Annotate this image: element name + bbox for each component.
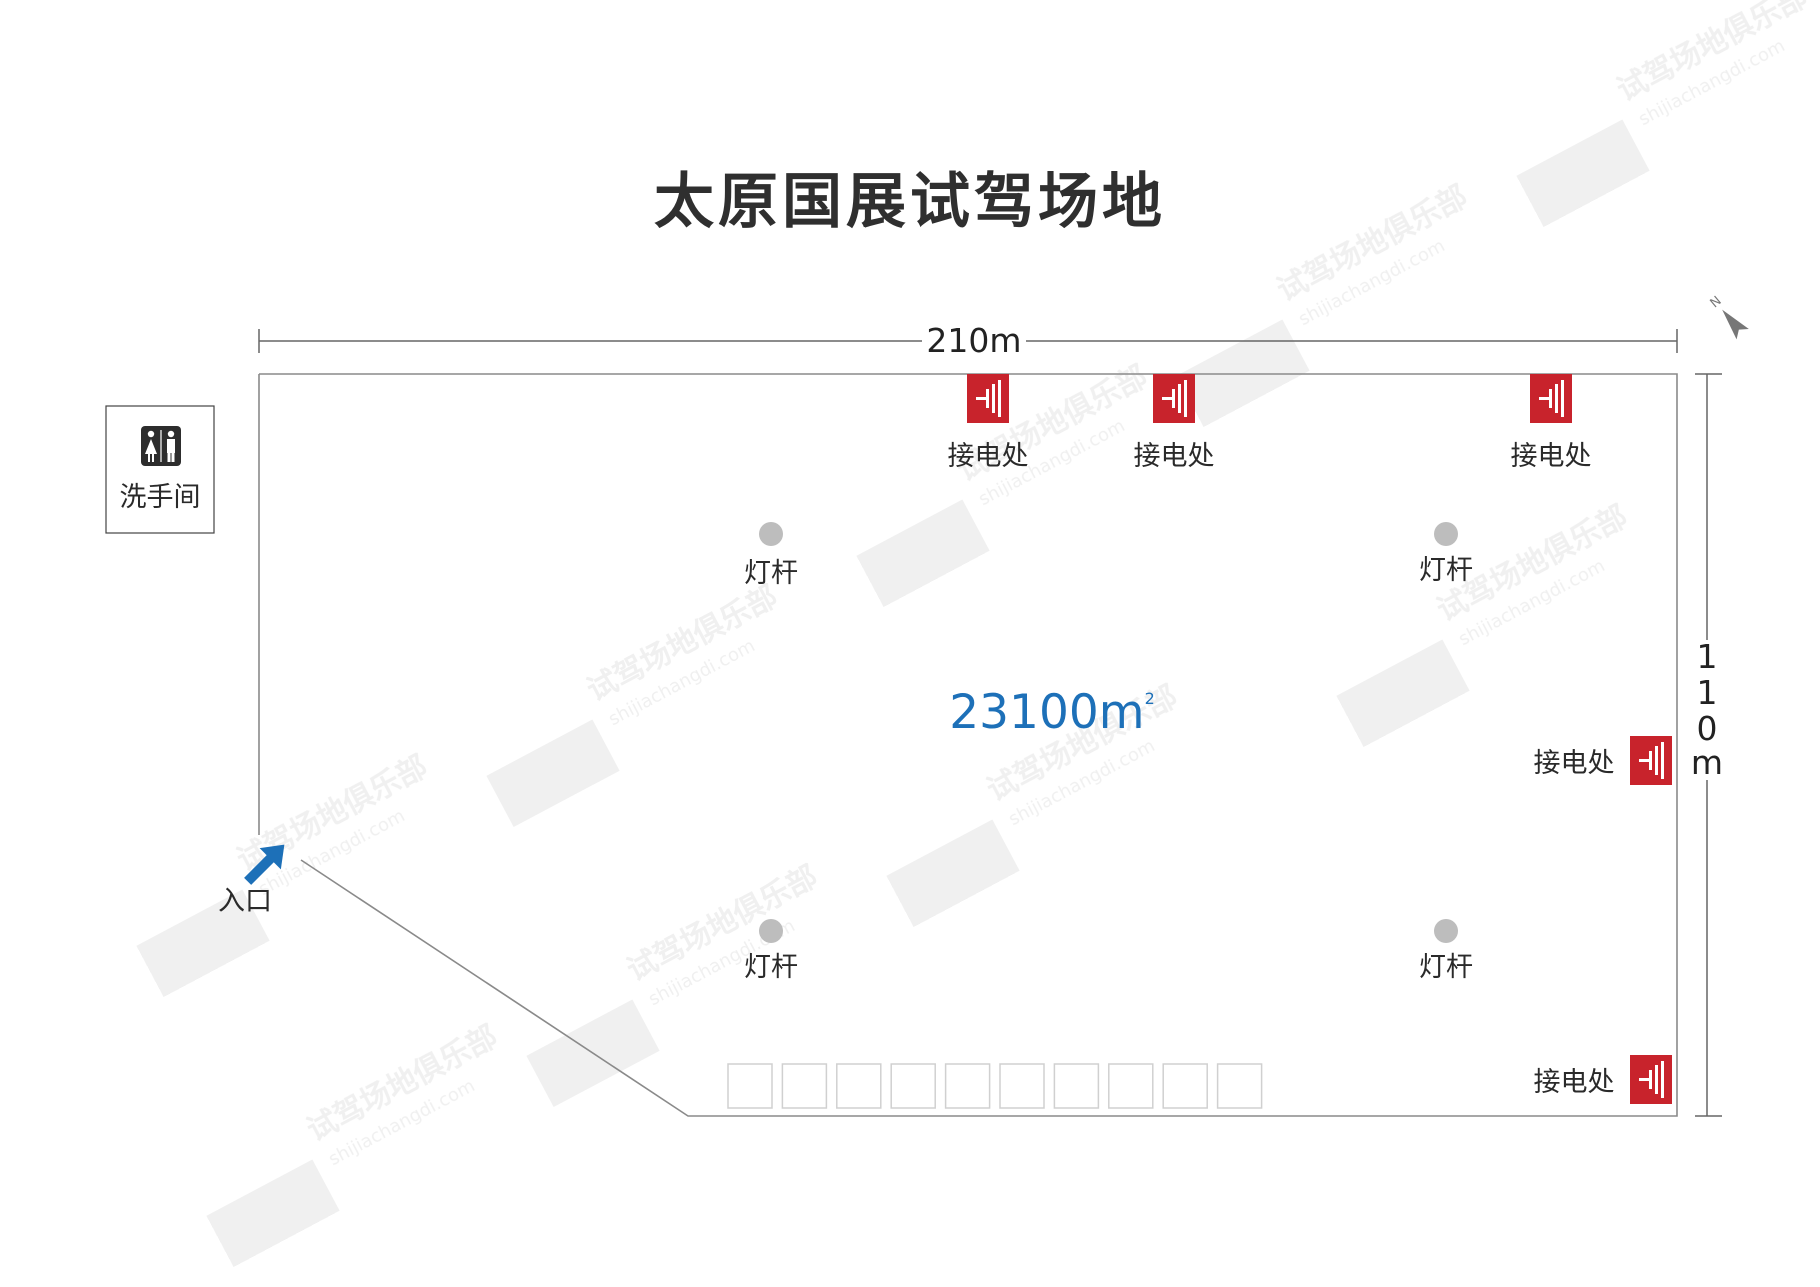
power-icon [1530, 374, 1572, 423]
width-label-bg [922, 320, 1026, 360]
parking-slot [1162, 1063, 1208, 1109]
power-point-label: 接电处 [1134, 441, 1215, 472]
restroom-label: 洗手间 [120, 482, 201, 513]
parking-slot [1108, 1063, 1154, 1109]
light-pole: 灯杆 [744, 522, 798, 589]
restroom-marker: 洗手间 [105, 405, 215, 534]
parking-slot [999, 1063, 1045, 1109]
arrow-up-right-icon [244, 844, 285, 885]
svg-text:m: m [1691, 743, 1723, 782]
parking-slot [1053, 1063, 1100, 1109]
power-point: 接电处 [1511, 374, 1592, 472]
svg-text:0: 0 [1697, 709, 1718, 748]
power-icon [967, 374, 1009, 423]
light-pole-label: 灯杆 [744, 952, 798, 983]
power-icon [1630, 1055, 1672, 1104]
light-pole-icon [1434, 522, 1458, 546]
light-pole: 灯杆 [1419, 522, 1473, 586]
area-label: 23100m2 [949, 685, 1155, 740]
power-point: 接电处 [948, 374, 1029, 472]
power-point-label: 接电处 [1511, 441, 1592, 472]
svg-text:1: 1 [1697, 673, 1718, 712]
power-point: 接电处 [1534, 1055, 1672, 1104]
power-point-label: 接电处 [948, 441, 1029, 472]
power-point: 接电处 [1134, 374, 1215, 472]
parking-slot [1216, 1063, 1263, 1109]
power-icon [1630, 736, 1672, 785]
page-title: 太原国展试驾场地 [654, 167, 1166, 237]
power-point-label: 接电处 [1534, 748, 1615, 779]
width-label: 210m [926, 321, 1021, 360]
light-pole-icon [759, 522, 783, 546]
venue-boundary [258, 373, 1678, 1117]
light-pole-label: 灯杆 [1419, 555, 1473, 586]
power-point-label: 接电处 [1534, 1067, 1615, 1098]
entrance-marker: 入口 [218, 844, 285, 917]
light-pole-icon [759, 919, 783, 943]
parking-slots [727, 1063, 1263, 1109]
light-pole-label: 灯杆 [744, 558, 798, 589]
parking-slot [836, 1063, 882, 1109]
power-point: 接电处 [1534, 736, 1672, 785]
light-pole: 灯杆 [744, 919, 798, 983]
entrance-label: 入口 [218, 886, 272, 917]
svg-text:1: 1 [1697, 637, 1718, 676]
north-arrow-icon: N [1707, 294, 1749, 340]
parking-slot [890, 1063, 936, 1109]
svg-text:N: N [1707, 294, 1724, 312]
height-label-bg [1688, 640, 1728, 780]
light-pole-label: 灯杆 [1419, 952, 1473, 983]
parking-slot [781, 1063, 828, 1109]
light-pole: 灯杆 [1419, 919, 1473, 983]
power-icon [1153, 374, 1195, 423]
parking-slot [727, 1063, 773, 1109]
restroom-icon [141, 426, 181, 466]
parking-slot [944, 1063, 991, 1109]
light-pole-icon [1434, 919, 1458, 943]
height-label: 1 1 0 m [1691, 637, 1723, 782]
